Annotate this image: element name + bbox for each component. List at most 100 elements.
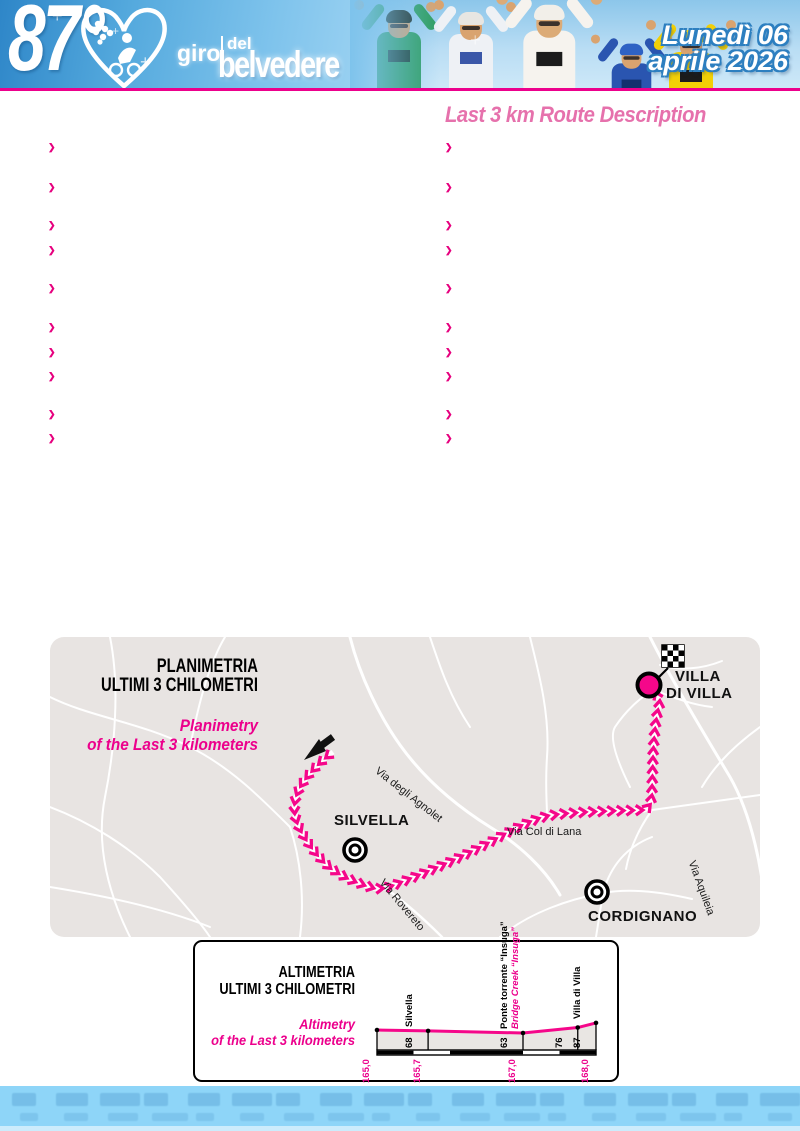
km-value: 165,7 <box>412 1059 424 1083</box>
sponsor-logo-placeholder <box>240 1113 264 1121</box>
sponsor-logo-placeholder <box>100 1093 140 1106</box>
altimetry-subtitle-line2: of the Last 3 kilometers <box>211 1032 355 1048</box>
silvella-marker-icon <box>342 837 368 863</box>
cyclist-part <box>590 0 603 5</box>
sponsor-logo-placeholder <box>628 1093 668 1106</box>
sponsor-logo-placeholder <box>760 1093 800 1106</box>
cyclist-part <box>458 12 484 25</box>
planimetry-title-line2: ULTIMI 3 CHILOMETRI <box>101 675 258 696</box>
station-name-en: Bridge Creek “Insuga” <box>510 927 521 1029</box>
bullet-marker: ❯ <box>48 371 56 381</box>
cyclist-part <box>564 0 596 31</box>
km-value: 167,0 <box>507 1059 518 1083</box>
logo-text-giro: giro <box>177 40 221 66</box>
place-label-silvella: SILVELLA <box>334 812 410 829</box>
race-date-line2: aprile 2026 <box>648 46 788 76</box>
bullet-marker: ❯ <box>445 245 453 255</box>
cyclist-figure <box>646 20 736 88</box>
header-banner: + + + + 87° giro del belvedere Lunedì 06 <box>0 0 800 88</box>
cyclist-part <box>621 79 642 88</box>
cyclist-part <box>536 51 563 67</box>
cyclist-part <box>538 21 560 26</box>
elevation-value: 87 <box>572 1036 583 1048</box>
sponsor-logo-placeholder <box>372 1113 390 1121</box>
sponsor-logo-placeholder <box>276 1093 300 1106</box>
sparkle-icon: + <box>52 6 63 26</box>
sponsor-logo-placeholder <box>20 1113 38 1121</box>
sponsor-logo-placeholder <box>496 1093 536 1106</box>
cyclist-part <box>533 4 565 21</box>
cyclist-part <box>680 70 702 82</box>
cyclist-part <box>619 43 644 56</box>
bullet-marker: ❯ <box>445 283 453 293</box>
bullet-marker: ❯ <box>48 220 56 230</box>
km-value: 168,0 <box>580 1059 591 1083</box>
planimetry-subtitle: Planimetry of the Last 3 kilometers <box>50 716 258 754</box>
cyclist-part <box>646 20 656 30</box>
bullet-marker: ❯ <box>445 347 453 357</box>
grape-heart-logo-icon <box>81 7 167 88</box>
footer-strip <box>0 1126 800 1131</box>
planimetry-subtitle-line1: Planimetry <box>179 716 258 735</box>
sponsor-logo-placeholder <box>716 1093 748 1106</box>
route-description-title: Last 3 km Route Description <box>445 102 706 127</box>
sponsor-footer <box>0 1086 800 1131</box>
bullet-marker: ❯ <box>445 409 453 419</box>
sponsor-logo-placeholder <box>504 1113 540 1121</box>
bullet-marker: ❯ <box>48 347 56 357</box>
finish-celebration-photo: + <box>350 0 800 88</box>
sponsor-logo-placeholder <box>460 1113 490 1121</box>
sponsor-logo-placeholder <box>636 1113 666 1121</box>
altimetry-title-line2: ULTIMI 3 CHILOMETRI <box>219 981 355 998</box>
elevation-profile-chart <box>374 1020 599 1056</box>
bullet-marker: ❯ <box>445 182 453 192</box>
sponsor-logo-placeholder <box>196 1113 214 1121</box>
cyclist-part <box>596 36 620 64</box>
sponsor-logo-placeholder <box>320 1093 352 1106</box>
bullet-marker: ❯ <box>445 433 453 443</box>
altimetry-title: ALTIMETRIA ULTIMI 3 CHILOMETRI <box>115 964 355 998</box>
cyclist-part <box>591 34 600 44</box>
bullet-marker: ❯ <box>48 409 56 419</box>
sponsor-logo-placeholder <box>680 1113 716 1121</box>
sponsor-logo-placeholder <box>540 1093 564 1106</box>
sponsor-logo-placeholder <box>592 1113 616 1121</box>
station-name: Ponte torrente “Insuga” <box>499 921 510 1029</box>
place-label-villa-line2: DI VILLA <box>666 685 733 702</box>
cyclist-part <box>496 0 508 5</box>
bullet-marker: ❯ <box>445 142 453 152</box>
sponsor-logo-placeholder <box>56 1093 88 1106</box>
sponsor-logo-placeholder <box>144 1093 168 1106</box>
logo-text-belvedere: belvedere <box>218 44 340 85</box>
road-label-col-di-lana: Via Col di Lana <box>507 826 582 838</box>
cyclist-figure <box>591 34 672 88</box>
checkered-flag-icon <box>661 644 685 668</box>
elevation-value: 76 <box>553 1036 565 1048</box>
bullet-marker: ❯ <box>48 283 56 293</box>
cyclist-part <box>682 44 700 48</box>
elevation-value: 68 <box>404 1036 416 1048</box>
station-name: Silvella <box>404 994 416 1027</box>
race-direction-arrow-icon <box>304 734 336 760</box>
place-label-cordignano: CORDIGNANO <box>588 908 698 925</box>
race-date-line1: Lunedì 06 <box>661 20 788 50</box>
sponsor-logo-placeholder <box>408 1093 432 1106</box>
logo-text-del: del <box>227 34 252 53</box>
cyclist-figure <box>426 2 516 88</box>
sponsor-logo-placeholder <box>12 1093 36 1106</box>
bullet-marker: ❯ <box>48 322 56 332</box>
altimetry-title-line1: ALTIMETRIA <box>278 964 355 981</box>
sponsor-logo-placeholder <box>672 1093 696 1106</box>
station-name: Villa di Villa <box>572 966 583 1019</box>
planimetry-title-line1: PLANIMETRIA <box>156 656 258 677</box>
bullet-marker: ❯ <box>445 220 453 230</box>
route-chevrons <box>288 689 666 895</box>
cyclist-part <box>726 20 736 30</box>
place-label-villa-line1: VILLA <box>675 668 721 685</box>
sponsor-logo-placeholder <box>328 1113 364 1121</box>
cyclist-part <box>623 56 640 60</box>
planimetry-title: PLANIMETRIA ULTIMI 3 CHILOMETRI <box>50 657 258 695</box>
sparkle-icon: + <box>140 52 151 72</box>
bullet-marker: ❯ <box>48 182 56 192</box>
sponsor-logo-placeholder <box>584 1093 616 1106</box>
